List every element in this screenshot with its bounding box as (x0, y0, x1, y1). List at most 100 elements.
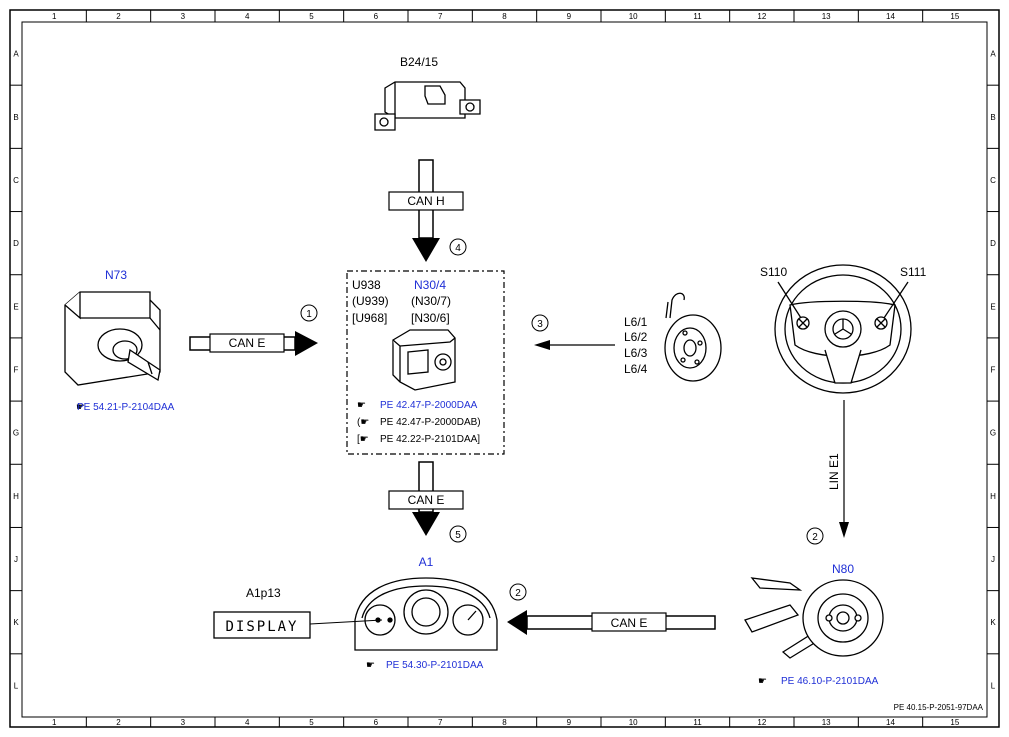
step-2-circle (509, 583, 527, 601)
sensor-label-2: L6/2 (624, 330, 648, 344)
grid-row-label: G (990, 429, 996, 438)
can-h-arrow (388, 159, 464, 262)
grid-row-label: H (13, 492, 19, 501)
grid-col-label: 4 (245, 718, 250, 727)
sensor-label-1: L6/1 (624, 315, 648, 329)
cu-ref-icon-1: ☛ (357, 400, 366, 411)
a1-label: A1 (419, 555, 434, 569)
n73-ignition-icon (64, 291, 161, 386)
n73-ref: PE 54.21-P-2104DAA (77, 402, 175, 413)
a1-ref: PE 54.30-P-2101DAA (386, 660, 484, 671)
grid-row-label: B (990, 113, 995, 122)
grid-col-label: 8 (502, 718, 507, 727)
step-4-circle (449, 238, 467, 256)
grid-col-label: 15 (950, 718, 959, 727)
can-e-left-arrow (189, 331, 318, 356)
b24-sensor-icon (374, 81, 481, 131)
grid-row-label: J (991, 555, 995, 564)
grid-row-label: G (13, 429, 19, 438)
s111-label: S111 (900, 265, 927, 279)
can-e-bottom-label: CAN E (611, 616, 648, 630)
a1p13-display (213, 611, 311, 639)
s110-label: S110 (760, 265, 787, 279)
grid-col-label: 9 (567, 718, 572, 727)
can-e-bottom-arrow (507, 610, 716, 635)
rotation-sensor-icon (664, 292, 722, 382)
grid-col-label: 3 (181, 718, 186, 727)
grid-col-label: 5 (309, 718, 314, 727)
n80-ref: PE 46.10-P-2101DAA (781, 676, 879, 687)
grid-row-label: K (990, 618, 996, 627)
sensor-label-4: L6/4 (624, 362, 648, 376)
grid-col-label: 11 (693, 12, 702, 21)
cu-code-alt1: (U939) (352, 294, 389, 308)
grid-col-label: 12 (757, 718, 766, 727)
grid-col-label: 2 (116, 718, 121, 727)
can-e-mid-label: CAN E (408, 493, 445, 507)
lin-label: LIN E1 (827, 453, 841, 490)
inner-frame (21, 21, 988, 718)
grid-col-label: 8 (502, 12, 507, 21)
lin-arrowhead (839, 522, 849, 538)
grid-col-label: 14 (886, 718, 895, 727)
grid-col-label: 1 (52, 12, 57, 21)
step-1-circle (300, 304, 318, 322)
grid-col-label: 12 (757, 12, 766, 21)
grid-row-label: L (14, 681, 19, 690)
grid-row-label: D (990, 239, 996, 248)
step-3-circle (531, 314, 549, 332)
grid-row-label: A (13, 50, 19, 59)
a1-ref-icon: ☛ (366, 660, 375, 671)
sensor-arrowhead (534, 340, 550, 350)
step-2b-label: 2 (812, 532, 818, 543)
grid-col-label: 10 (629, 12, 638, 21)
step-5-circle (449, 525, 467, 543)
grid-col-label: 9 (567, 12, 572, 21)
grid-row-label: C (990, 176, 996, 185)
grid-row-label: F (991, 366, 996, 375)
step-2-label: 2 (515, 588, 521, 599)
grid-row-label: F (14, 366, 19, 375)
grid-row-label: E (13, 302, 18, 311)
grid-col-label: 14 (886, 12, 895, 21)
grid-col-label: 1 (52, 718, 57, 727)
cu-ref-1: PE 42.47-P-2000DAA (380, 400, 478, 411)
outer-frame (9, 9, 1000, 728)
grid-col-label: 2 (116, 12, 121, 21)
grid-col-label: 5 (309, 12, 314, 21)
cu-ref-3: PE 42.22-P-2101DAA] (380, 434, 480, 445)
steering-wheel-icon (774, 264, 912, 394)
cu-ref-icon-2: (☛ (357, 417, 369, 428)
grid-col-label: 7 (438, 718, 443, 727)
grid-col-label: 7 (438, 12, 443, 21)
a1p13-leader (309, 619, 383, 625)
grid-row-label: H (990, 492, 996, 501)
cu-code-alt4: [N30/6] (411, 311, 450, 325)
can-h-label: CAN H (407, 194, 444, 208)
step-3-label: 3 (537, 319, 543, 330)
grid-row-label: C (13, 176, 19, 185)
can-e-mid-arrow (388, 461, 464, 536)
step-4-label: 4 (455, 243, 461, 254)
n80-module-icon (744, 577, 884, 659)
can-e-left-label: CAN E (229, 336, 266, 350)
cu-code-alt3: (N30/7) (411, 294, 451, 308)
control-unit-box (346, 270, 505, 455)
control-unit-icon (392, 329, 456, 391)
grid-col-label: 6 (374, 12, 379, 21)
grid-row-label: J (14, 555, 18, 564)
grid-row-label: E (990, 302, 995, 311)
n73-ref-icon: ☛ (76, 402, 85, 413)
grid-col-label: 10 (629, 718, 638, 727)
n80-label: N80 (832, 562, 854, 576)
grid-col-label: 15 (950, 12, 959, 21)
cu-ref-icon-3: [☛ (357, 434, 369, 445)
a1p13-display-text: DISPLAY (225, 619, 298, 635)
cu-code-alt2: [U968] (352, 311, 387, 325)
grid-row-label: L (991, 681, 996, 690)
